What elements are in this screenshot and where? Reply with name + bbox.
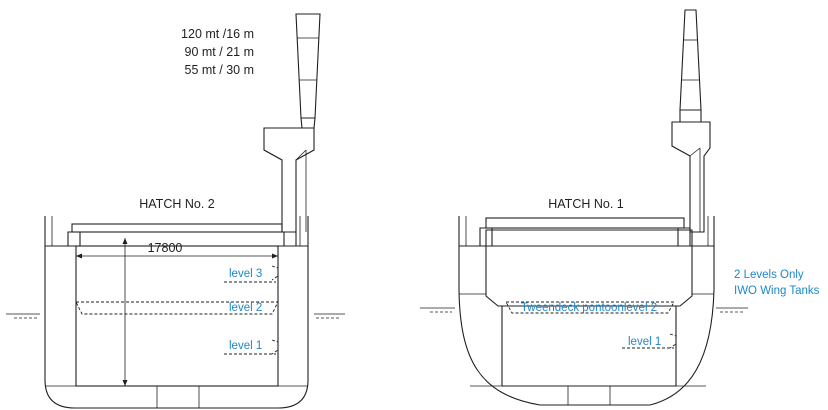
hatch-2-hull: [44, 216, 309, 409]
crane-capacity-3: 55 mt / 30 m: [185, 63, 254, 77]
hatch-2-cover: [71, 223, 283, 233]
crane-left: [263, 13, 321, 233]
hatch-2-level-2: level 2: [229, 302, 262, 314]
hatch-1-note-line-2: IWO Wing Tanks: [734, 285, 820, 297]
hatch-1-section: HATCH No. 1 Tweendeck pontoonlevel 2 lev…: [420, 9, 820, 406]
crane-capacity-1: 120 mt /16 m: [181, 27, 254, 41]
crane-capacity-2: 90 mt / 21 m: [185, 45, 254, 59]
hatch-1-title: HATCH No. 1: [548, 197, 624, 211]
tweendeck-pontoon: [485, 229, 693, 307]
hatch-2-level-1: level 1: [229, 340, 262, 352]
hatch-2-title: HATCH No. 2: [139, 197, 215, 211]
waterline-right: [420, 307, 748, 313]
hatch-2-section: 120 mt /16 m 90 mt / 21 m 55 mt / 30 m H…: [6, 13, 345, 409]
hatch-2-width-label: 17800: [148, 241, 183, 255]
hatch-1-tweendeck-label: Tweendeck pontoonlevel 2: [521, 302, 657, 314]
hatch-1-cover: [485, 217, 685, 229]
hatch-1-hull: [458, 216, 715, 406]
hatch-1-note-line-1: 2 Levels Only: [734, 269, 804, 281]
waterline-left: [6, 313, 345, 319]
hatch-2-level-3: level 3: [229, 268, 262, 280]
crane-right: [671, 9, 711, 233]
hatch-1-level-1: level 1: [628, 336, 661, 348]
